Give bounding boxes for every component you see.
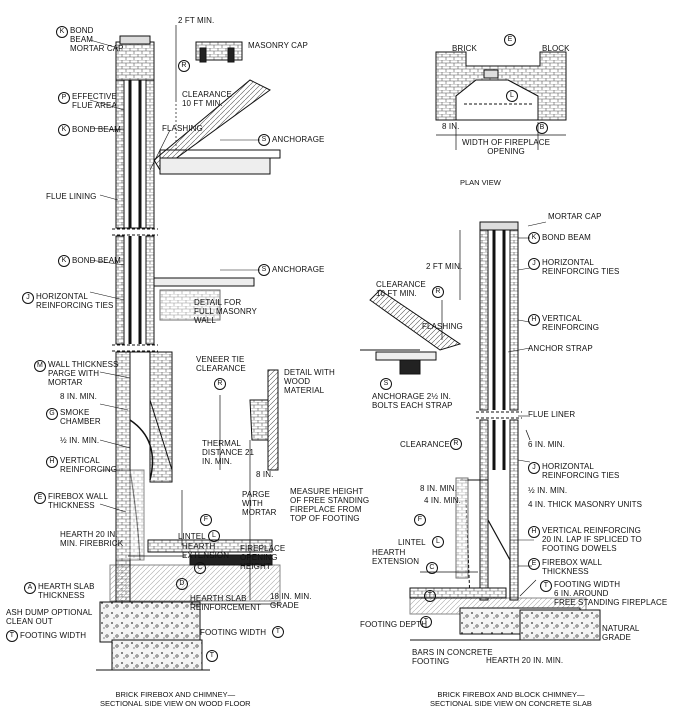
r-label-footing-depth: FOOTING DEPTH: [360, 620, 428, 629]
label-fireplace-opening-height: FIREPLACE OPENING HEIGHT: [240, 544, 286, 571]
r-label-f: F: [414, 514, 428, 526]
r-label-natural-grade: NATURAL GRADE: [602, 624, 640, 642]
r-label-lintel: LINTEL: [398, 538, 426, 547]
r-label-flashing: FLASHING: [422, 322, 463, 331]
label-f-key: F: [200, 514, 214, 526]
plan-view: [435, 51, 567, 150]
label-footing-width-right: FOOTING WIDTH: [200, 628, 267, 637]
r-label-2ft: 2 FT MIN.: [426, 262, 463, 271]
label-flue-lining: FLUE LINING: [46, 192, 97, 201]
plan-label-brick: BRICK: [452, 44, 477, 53]
label-parge-with-mortar: PARGE WITH MORTAR: [242, 490, 277, 517]
r-label-clearance-10ft: CLEARANCE 10 FT MIN.: [376, 280, 426, 298]
r-label-l: L: [432, 536, 446, 548]
label-l-key: L: [208, 530, 222, 542]
label-8in-min: 8 IN. MIN.: [60, 392, 98, 401]
r-label-r2: R: [450, 438, 464, 450]
left-caption: BRICK FIREBOX AND CHIMNEY— SECTIONAL SID…: [100, 690, 251, 708]
r-label-8in-min: 8 IN. MIN.: [420, 484, 458, 493]
plan-label-8in: 8 IN.: [442, 122, 460, 131]
label-hearth-slab-reinforcement: HEARTH SLAB REINFORCEMENT: [190, 594, 262, 612]
r-label-s: S: [380, 378, 394, 390]
label-veneer-tie: VENEER TIE CLEARANCE: [196, 355, 246, 373]
leader-lines: [89, 39, 547, 597]
plan-label-width: WIDTH OF FIREPLACE OPENING: [462, 138, 551, 156]
plan-label-l: L: [506, 90, 520, 102]
label-c-key: C: [194, 562, 208, 574]
r-label-t1: T: [424, 590, 438, 602]
left-section: [96, 25, 281, 671]
r-label-t2: T: [420, 616, 434, 628]
plan-label-b: B: [536, 122, 550, 134]
right-caption: BRICK FIREBOX AND BLOCK CHIMNEY— SECTION…: [430, 690, 592, 708]
r-label-anchorage-bolts: ANCHORAGE 2½ IN. BOLTS EACH STRAP: [372, 392, 453, 410]
label-r-key: R: [178, 60, 192, 72]
masonry-cap-detail: [195, 41, 243, 63]
r-label-4in-thick: 4 IN. THICK MASONRY UNITS: [528, 500, 643, 509]
label-lintel: LINTEL: [178, 532, 206, 541]
label-half-in-min: ½ IN. MIN.: [60, 436, 100, 445]
r-label-c: C: [426, 562, 440, 574]
label-detail-full-masonry: DETAIL FOR FULL MASONRY WALL: [194, 298, 257, 325]
label-clearance-10ft: CLEARANCE 10 FT MIN.: [182, 90, 232, 108]
label-8in: 8 IN.: [256, 470, 274, 479]
label-measure-height: MEASURE HEIGHT OF FREE STANDING FIREPLAC…: [290, 487, 370, 523]
plan-caption: PLAN VIEW: [460, 178, 501, 187]
r-label-mortar-cap: MORTAR CAP: [548, 212, 602, 221]
label-ash-dump: ASH DUMP OPTIONAL CLEAN OUT: [6, 608, 93, 626]
label-r-key-2: R: [214, 378, 228, 390]
r-label-half-in: ½ IN. MIN.: [528, 486, 568, 495]
label-18in-grade: 18 IN. MIN. GRADE: [270, 592, 312, 610]
right-section: [360, 221, 601, 641]
label-detail-wood: DETAIL WITH WOOD MATERIAL: [284, 368, 335, 395]
r-label-r1: R: [432, 286, 446, 298]
plan-label-block: BLOCK: [542, 44, 570, 53]
label-d-key: D: [176, 578, 190, 590]
r-label-flue-liner: FLUE LINER: [528, 410, 576, 419]
label-2ft-min: 2 FT MIN.: [178, 16, 215, 25]
r-label-hearth-20in: HEARTH 20 IN. MIN.: [486, 656, 564, 665]
r-label-bars-concrete: BARS IN CONCRETE FOOTING: [412, 648, 493, 666]
r-label-6in: 6 IN. MIN.: [528, 440, 566, 449]
plan-label-e: E: [504, 34, 518, 46]
label-flashing: FLASHING: [162, 124, 203, 133]
r-label-hearth-extension: HEARTH EXTENSION: [372, 548, 420, 566]
label-hearth-extension: HEARTH EXTENSION: [182, 542, 230, 560]
r-label-anchor-strap: ANCHOR STRAP: [528, 344, 593, 353]
label-masonry-cap: MASONRY CAP: [248, 41, 308, 50]
label-t-key-1: T: [272, 626, 286, 638]
label-t-key-2: T: [206, 650, 220, 662]
key-k: K: [56, 26, 68, 38]
label-thermal-distance: THERMAL DISTANCE 21 IN. MIN.: [202, 439, 255, 466]
r-label-clearance: CLEARANCE: [400, 440, 450, 449]
r-label-4in-min: 4 IN. MIN.: [424, 496, 462, 505]
label-hearth-20in: HEARTH 20 IN. MIN. FIREBRICK: [60, 530, 124, 548]
